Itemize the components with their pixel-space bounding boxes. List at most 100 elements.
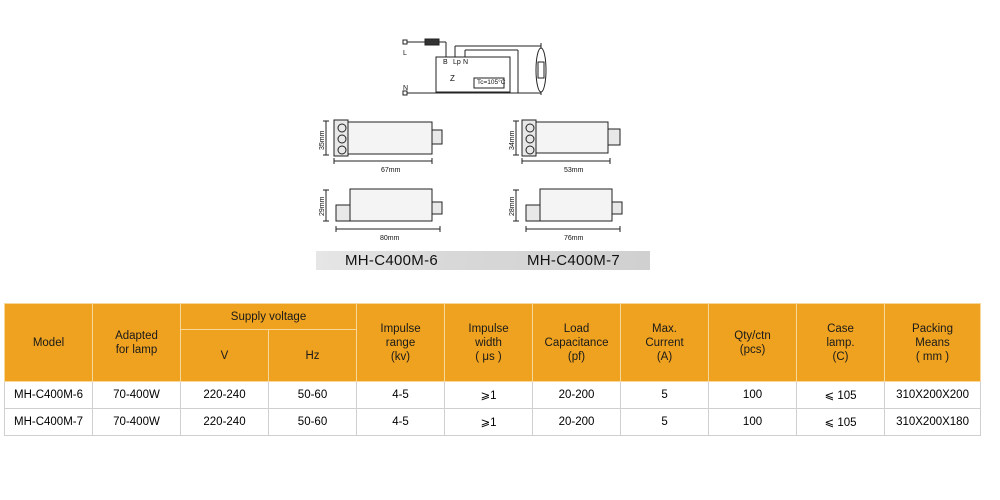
m6-side-height-label: 29mm xyxy=(319,196,326,216)
m6-top-view xyxy=(323,119,443,164)
technical-drawing: L N B Lp N Z Tc=105°C 35mm 67mm xyxy=(319,38,623,242)
m7-side-height-label: 28mm xyxy=(509,196,516,216)
header-packing-means: Packing Means ( mm ) xyxy=(884,303,982,382)
m7-side-body xyxy=(539,188,613,222)
ignitor-box xyxy=(435,56,511,93)
header-load-l1: Load xyxy=(563,322,590,335)
header-max-current: Max. Current (A) xyxy=(620,303,710,382)
lamp-arc-tube xyxy=(537,61,545,79)
m7-side-outlet xyxy=(611,201,623,215)
header-supply-voltage: Supply voltage xyxy=(179,303,358,330)
cell-us: ⩾1 xyxy=(444,381,534,409)
m7-top-outlet xyxy=(607,128,621,146)
wiring-diagram xyxy=(402,38,547,96)
cell-pack: 310X200X180 xyxy=(884,408,982,436)
cell-hz: 50-60 xyxy=(267,381,358,409)
m7-top-body xyxy=(535,121,609,154)
header-load-l2: Capacitance xyxy=(544,336,609,349)
header-max-l2: Current xyxy=(645,336,684,349)
spec-table: Model Adapted for lamp Supply voltage Im… xyxy=(4,303,982,436)
cell-qty: 100 xyxy=(708,408,798,436)
header-adapted: Adapted for lamp xyxy=(92,303,181,382)
m7-top-view xyxy=(513,119,621,164)
label-b: B xyxy=(443,59,448,66)
m6-side-body xyxy=(349,188,433,222)
cell-pack: 310X200X200 xyxy=(884,381,982,409)
terminal-l-icon xyxy=(402,39,408,45)
header-load-l3: (pf) xyxy=(567,350,586,363)
header-adapted-line1: Adapted xyxy=(115,329,158,342)
m6-side-outlet xyxy=(431,201,443,215)
header-model-text: Model xyxy=(32,336,65,349)
label-n-terminal: N xyxy=(463,59,468,66)
header-pack-l1: Packing xyxy=(912,322,953,335)
m7-side-width-label: 76mm xyxy=(564,235,584,242)
header-case-l2: lamp. xyxy=(826,336,855,349)
m6-top-height-label: 35mm xyxy=(319,130,326,150)
header-case-lamp: Case lamp. (C) xyxy=(796,303,886,382)
m7-screw-icon-1 xyxy=(525,123,535,133)
header-qty-l2: (pcs) xyxy=(739,343,766,356)
label-z: Z xyxy=(450,74,455,83)
tc-marker xyxy=(473,77,505,89)
cell-us: ⩾1 xyxy=(444,408,534,436)
m6-top-body xyxy=(347,121,433,155)
header-pack-l2: Means xyxy=(915,336,950,349)
cell-kv: 4-5 xyxy=(356,408,446,436)
m6-screw-icon-2 xyxy=(337,134,347,144)
header-max-l3: (A) xyxy=(656,350,673,363)
cell-model: MH-C400M-7 xyxy=(4,408,93,436)
cell-a: 5 xyxy=(620,408,710,436)
header-hz: Hz xyxy=(267,329,358,382)
m7-top-height-label: 34mm xyxy=(509,130,516,150)
cell-v: 220-240 xyxy=(180,381,269,409)
m6-side-view xyxy=(323,188,443,232)
header-impulse-range-l3: (kv) xyxy=(390,350,411,363)
header-v-text: V xyxy=(220,349,229,362)
cell-model: MH-C400M-6 xyxy=(4,381,93,409)
cell-hz: 50-60 xyxy=(267,408,358,436)
table-row: MH-C400M-7 70-400W 220-240 50-60 4-5 ⩾1 … xyxy=(4,408,982,436)
header-hz-text: Hz xyxy=(305,349,320,362)
header-max-l1: Max. xyxy=(652,322,677,335)
cell-v: 220-240 xyxy=(180,408,269,436)
header-impulse-range-l1: Impulse xyxy=(380,322,421,335)
model-name-band xyxy=(316,251,650,270)
m6-top-outlet xyxy=(431,129,443,145)
m7-side-view xyxy=(513,188,623,232)
cell-case: ⩽ 105 xyxy=(796,408,886,436)
label-l: L xyxy=(403,50,407,57)
m6-screw-icon-3 xyxy=(337,145,347,155)
header-model: Model xyxy=(4,303,93,382)
m7-screw-icon-2 xyxy=(525,134,535,144)
header-impulse-width-l1: Impulse xyxy=(468,322,509,335)
header-case-l3: (C) xyxy=(832,350,849,363)
cell-kv: 4-5 xyxy=(356,381,446,409)
header-impulse-width: Impulse width ( μs ) xyxy=(444,303,534,382)
header-impulse-width-l3: ( μs ) xyxy=(475,350,502,363)
header-load-capacitance: Load Capacitance (pf) xyxy=(532,303,622,382)
cell-a: 5 xyxy=(620,381,710,409)
m6-side-width-label: 80mm xyxy=(380,235,400,242)
header-case-l1: Case xyxy=(827,322,854,335)
cell-lamp: 70-400W xyxy=(92,408,181,436)
header-supply-text: Supply voltage xyxy=(230,310,307,323)
m7-side-terminal xyxy=(525,204,541,222)
cell-qty: 100 xyxy=(708,381,798,409)
table-row: MH-C400M-6 70-400W 220-240 50-60 4-5 ⩾1 … xyxy=(4,381,982,409)
header-adapted-line2: for lamp xyxy=(115,343,158,356)
header-impulse-range: Impulse range (kv) xyxy=(356,303,446,382)
m7-top-width-label: 53mm xyxy=(564,167,584,174)
fuse-icon xyxy=(424,38,440,46)
cell-lamp: 70-400W xyxy=(92,381,181,409)
cell-pf: 20-200 xyxy=(532,408,622,436)
m6-screw-icon-1 xyxy=(337,123,347,133)
header-qty-l1: Qty/ctn xyxy=(734,329,771,342)
m6-side-terminal xyxy=(335,204,351,222)
cell-pf: 20-200 xyxy=(532,381,622,409)
header-qty-ctn: Qty/ctn (pcs) xyxy=(708,303,798,382)
model-label-right: MH-C400M-7 xyxy=(527,252,621,269)
header-impulse-width-l2: width xyxy=(475,336,502,349)
m7-screw-icon-3 xyxy=(525,145,535,155)
cell-case: ⩽ 105 xyxy=(796,381,886,409)
